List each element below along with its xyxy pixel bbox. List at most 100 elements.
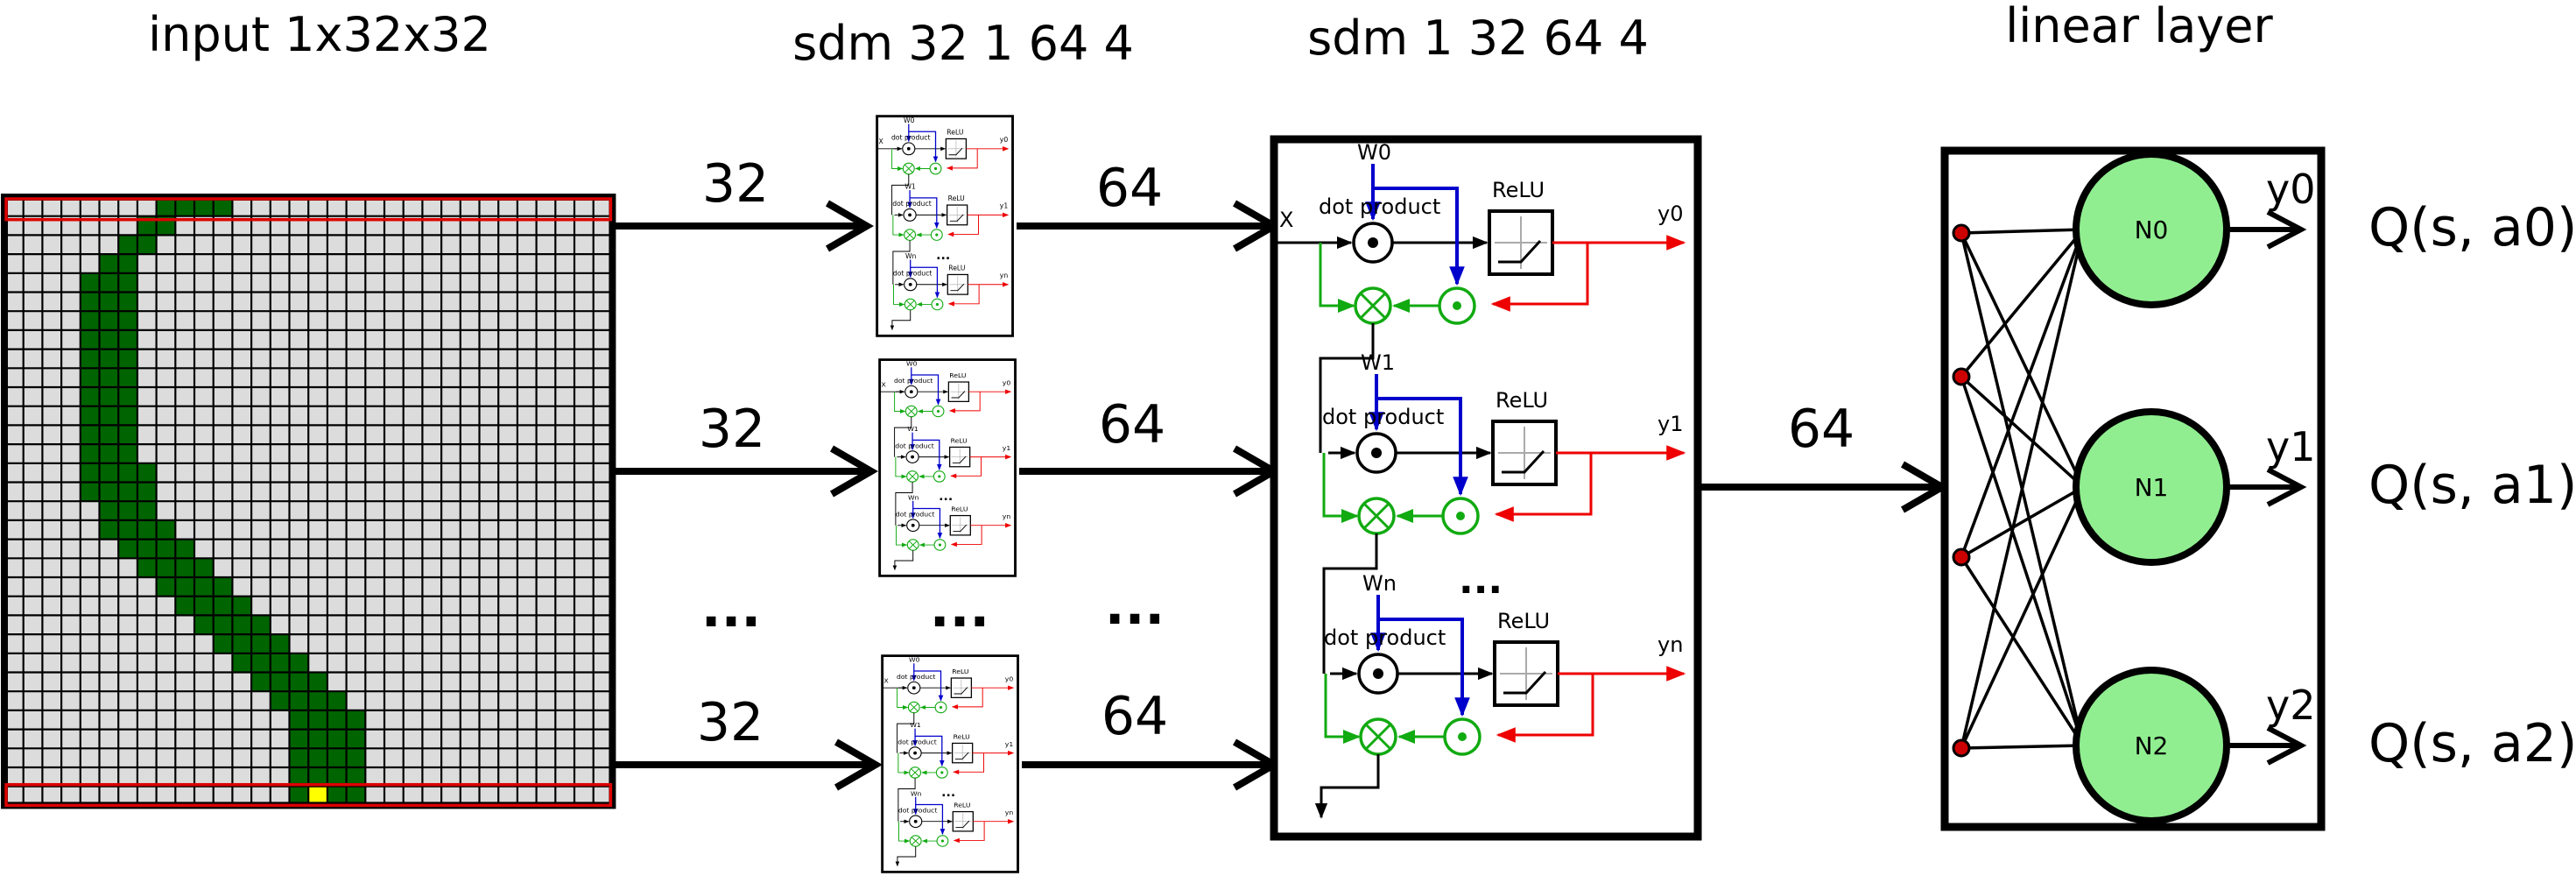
grid-cell-on: [156, 197, 176, 216]
relu-label: ReLU: [954, 802, 970, 809]
grid-cell-on: [99, 482, 119, 502]
grid-cell-on: [327, 691, 347, 710]
grid-cell-on: [99, 329, 119, 350]
grid-cell-on: [327, 748, 347, 767]
grid-cell-on: [118, 387, 137, 406]
dot-product-label: dot product: [893, 269, 933, 277]
sdm-input-x-label: X: [1279, 208, 1293, 232]
grid-cell-on: [327, 729, 347, 749]
relu-label: ReLU: [948, 264, 965, 272]
grid-cell-on: [137, 501, 157, 520]
grid-cell-on: [80, 311, 100, 330]
grid-cell-on: [194, 558, 214, 577]
input-title: input 1x32x32: [148, 7, 491, 62]
relu-label: ReLU: [952, 668, 968, 675]
grid-cell-on: [118, 482, 137, 502]
grid-cell-on: [308, 691, 327, 710]
grid-cell-on: [118, 292, 137, 312]
grid-cell-on: [99, 349, 119, 369]
linear-input-node: [1952, 223, 1971, 243]
grid-cell-on: [194, 197, 214, 216]
grid-cell-on: [251, 653, 271, 673]
weight-label: W1: [907, 425, 918, 433]
neuron-output-label: y0: [2266, 166, 2316, 213]
neuron-output-label: y1: [2266, 423, 2316, 470]
weight-label: Wn: [905, 252, 917, 260]
sdm-output-label: yn: [1000, 272, 1009, 279]
grid-cell-on: [251, 634, 271, 653]
weight-label: W1: [910, 721, 921, 729]
grid-cell-on: [137, 519, 157, 540]
relu-label: ReLU: [1492, 178, 1545, 202]
sdm-large-title: sdm 1 32 64 4: [1307, 11, 1649, 66]
weight-label: W1: [1361, 350, 1395, 375]
linear-layer-title: linear layer: [2005, 0, 2273, 53]
linear-connection: [1960, 485, 2084, 559]
weight-label: W1: [904, 183, 916, 191]
weight-label: W0: [909, 656, 920, 664]
grid-cell-highlight: [308, 786, 327, 806]
grid-cell-on: [308, 748, 327, 767]
grid-cell-on: [99, 425, 119, 445]
input-to-sdm-arrows: [616, 200, 883, 791]
sdm-output-label: yn: [1658, 632, 1683, 657]
weight-label: W0: [904, 117, 915, 124]
grid-cell-on: [289, 710, 309, 730]
grid-cell-on: [213, 615, 233, 635]
grid-cell-on: [194, 596, 214, 616]
edge-label-out-top: 64: [1096, 158, 1163, 219]
sdm-small-title: sdm 32 1 64 4: [792, 16, 1134, 71]
grid-cell-on: [118, 254, 137, 273]
linear-connection: [1960, 229, 2085, 558]
grid-cell-on: [213, 197, 233, 216]
grid-cell-on: [99, 272, 119, 293]
grid-cell-on: [346, 786, 366, 806]
grid-cell-on: [289, 786, 309, 806]
grid-cell-on: [99, 292, 119, 312]
grid-cell-on: [175, 558, 194, 577]
grid-cell-on: [213, 577, 233, 597]
grid-cell-on: [251, 672, 271, 692]
grid-cell-on: [99, 519, 119, 540]
grid-cell-on: [289, 729, 309, 749]
grid-cell-on: [270, 691, 290, 710]
grid-cell-on: [118, 463, 137, 483]
relu-label: ReLU: [954, 733, 970, 741]
dot-product-label: dot product: [891, 133, 931, 141]
grid-cell-on: [118, 539, 137, 559]
sdm-input-x-label: X: [884, 677, 889, 685]
grid-cell-on: [232, 615, 252, 635]
grid-cell-on: [308, 672, 327, 692]
q-value-label: Q(s, a2): [2368, 713, 2576, 774]
grid-cell-on: [156, 558, 176, 577]
grid-cell-on: [80, 387, 100, 406]
grid-cell-on: [99, 444, 119, 463]
sdm-output-label: y1: [1658, 412, 1683, 436]
linear-connection: [1960, 486, 2085, 749]
linear-connection: [1960, 376, 2085, 746]
grid-cell-on: [175, 197, 194, 216]
grid-cell-on: [270, 653, 290, 673]
grid-cell-on: [118, 425, 137, 445]
grid-cell-on: [80, 444, 100, 463]
linear-input-node: [1952, 548, 1971, 567]
grid-cell-on: [99, 501, 119, 520]
sdm-input-x-label: X: [879, 138, 883, 145]
grid-cell-on: [289, 691, 309, 710]
dot-product-label: dot product: [896, 511, 935, 519]
dot-product-label: dot product: [897, 738, 937, 745]
grid-cell-on: [327, 786, 347, 806]
sdm-output-label: y1: [1000, 202, 1009, 210]
sdm-unit-dots: ...: [1459, 558, 1503, 603]
grid-cell-on: [118, 349, 137, 369]
dot-product-label: dot product: [1324, 625, 1446, 650]
sdm-output-label: y0: [1658, 201, 1683, 226]
sdm-output-label: yn: [1003, 512, 1011, 520]
relu-label: ReLU: [948, 194, 965, 202]
neuron-label: N2: [2135, 731, 2169, 760]
grid-cell-on: [251, 615, 271, 635]
grid-cell-on: [327, 767, 347, 787]
grid-cell-on: [118, 368, 137, 387]
